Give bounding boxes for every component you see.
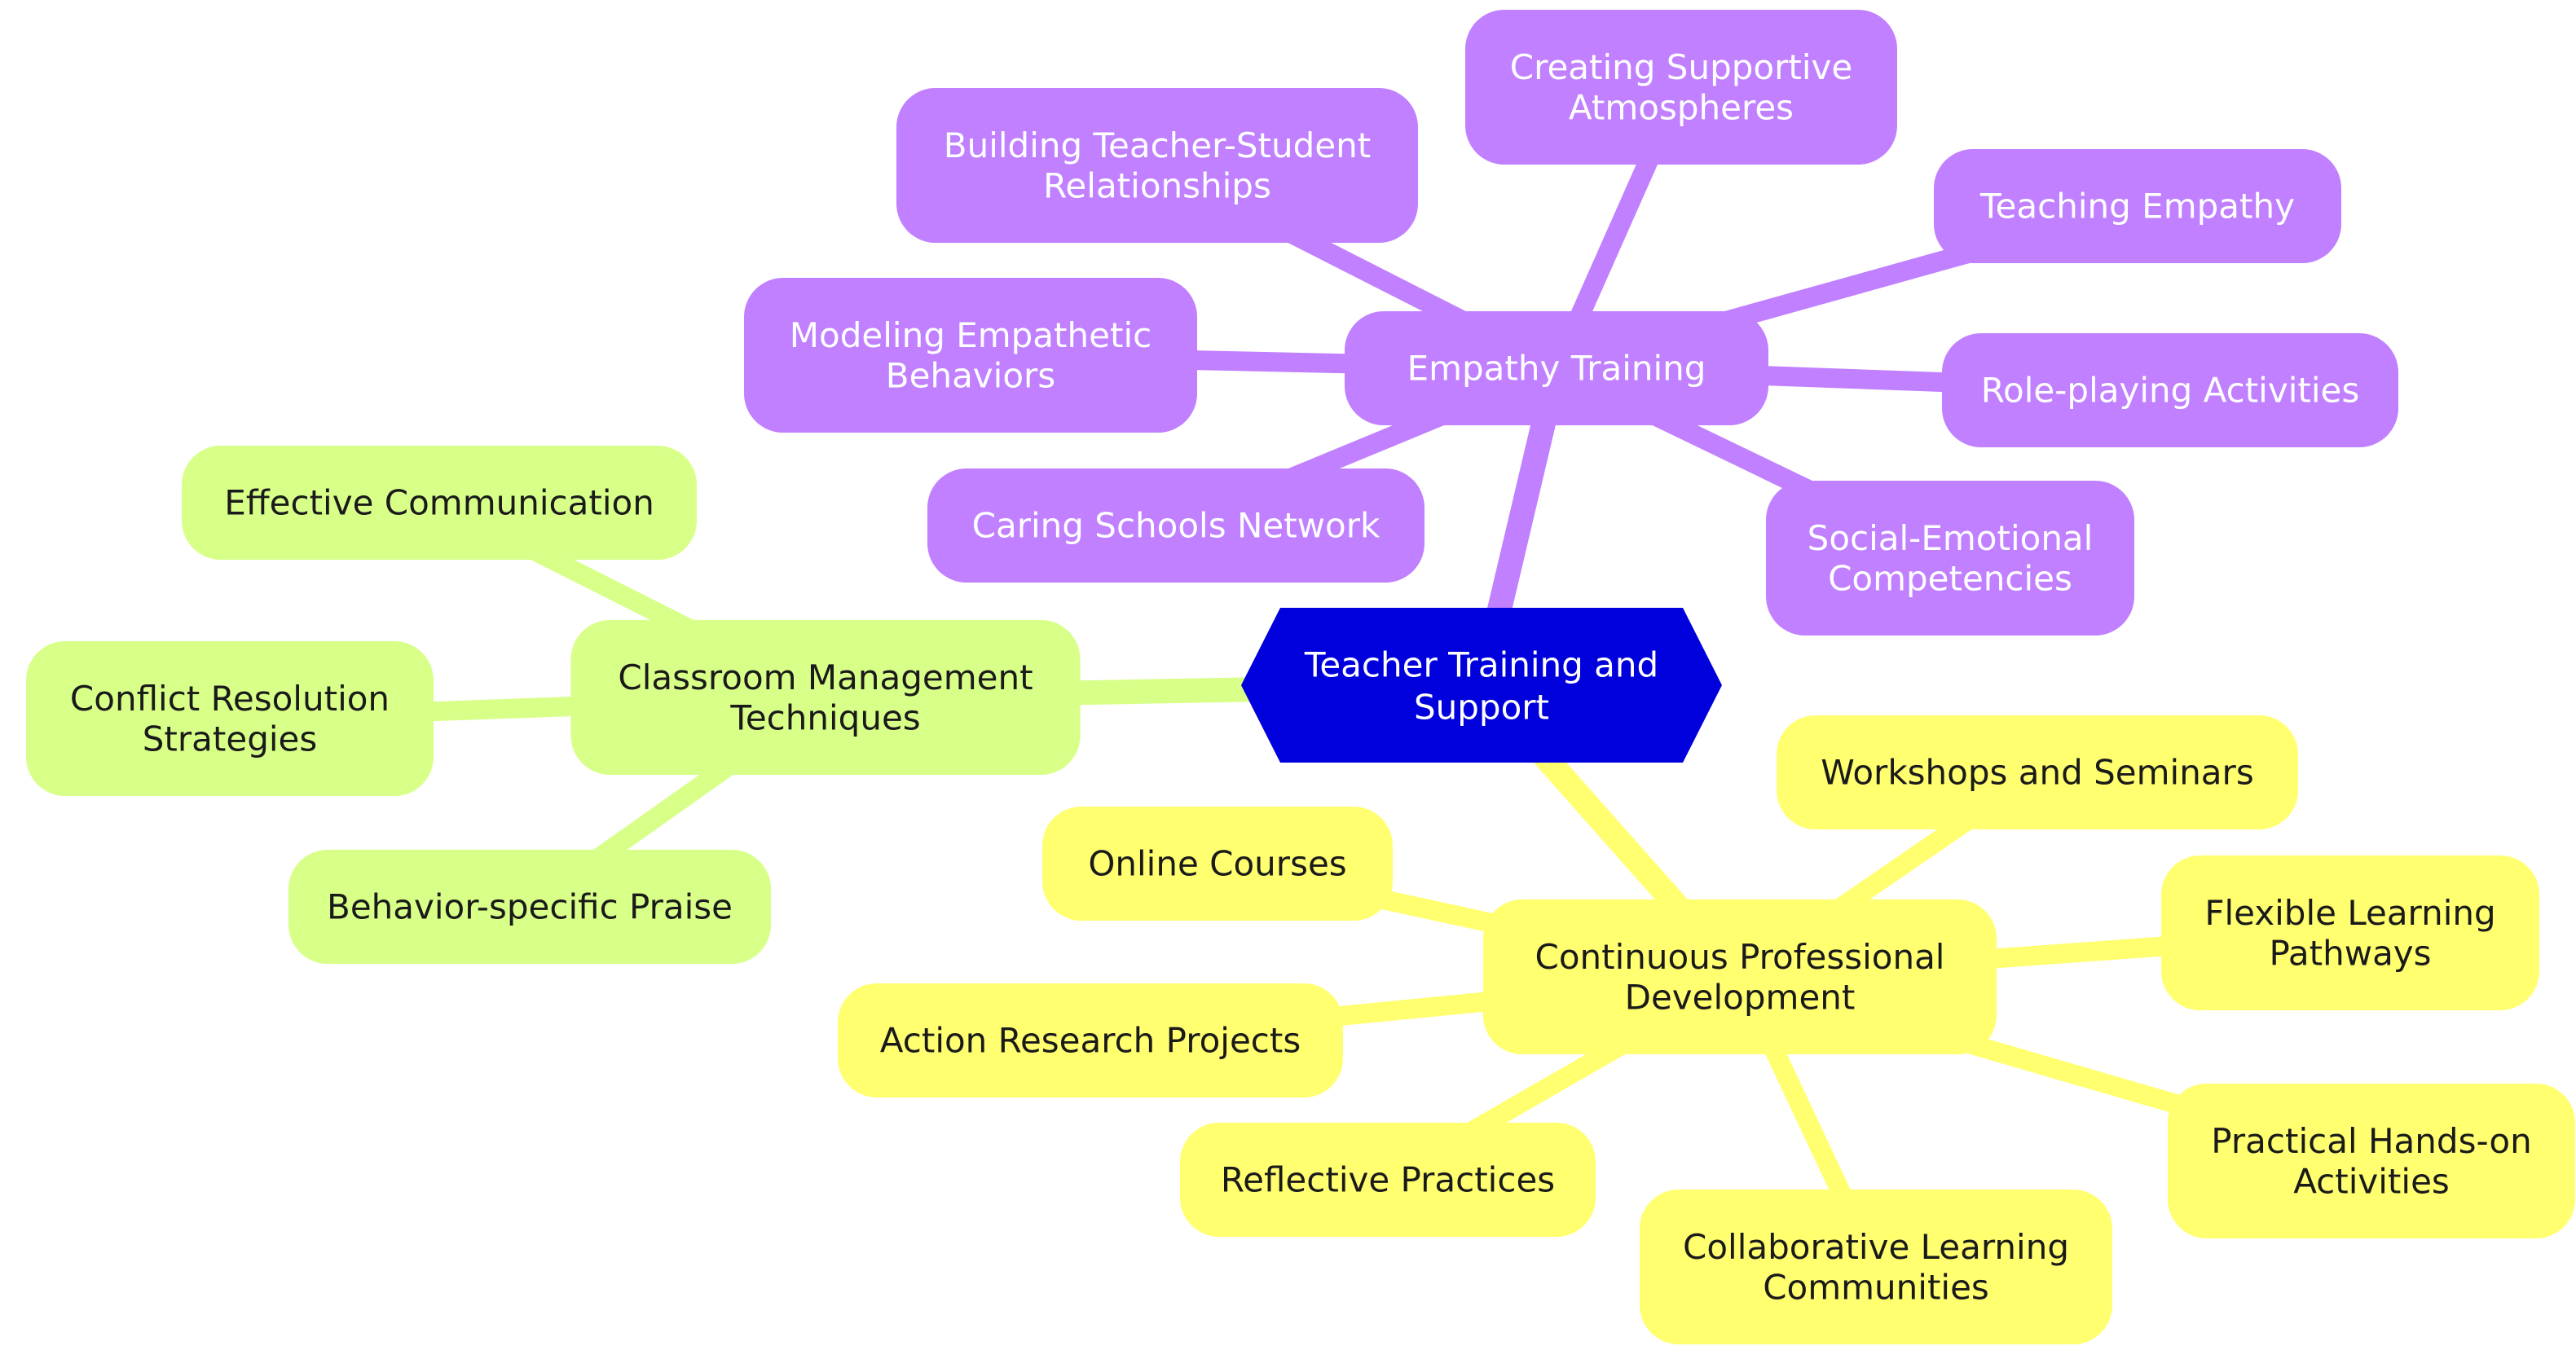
development-label-line-1: Continuous Professional <box>1535 937 1945 977</box>
social-emotional-label-line-2: Competencies <box>1828 558 2072 598</box>
node-reflective-practices-shape <box>1180 1123 1596 1237</box>
node-caring-schools: Caring Schools Network <box>927 468 1425 583</box>
node-action-research: Action Research Projects <box>838 983 1343 1097</box>
empathy-label-line-1: Empathy Training <box>1407 349 1706 389</box>
node-behavior-praise: Behavior-specific Praise <box>288 850 771 964</box>
node-flexible-pathways-shape <box>2161 855 2539 1010</box>
node-workshops: Workshops and Seminars <box>1777 715 2298 829</box>
flexible-pathways-label-line-2: Pathways <box>2269 933 2431 973</box>
node-empathy: Empathy Training <box>1345 311 1768 425</box>
modeling-behaviors-label-line-2: Behaviors <box>886 355 1055 395</box>
node-hands-on-shape <box>2168 1084 2575 1238</box>
supportive-atmospheres-label-line-1: Creating Supportive <box>1510 47 1852 87</box>
node-collaborative-communities-shape <box>1640 1190 2112 1344</box>
classroom-label-line-1: Classroom Management <box>618 658 1033 697</box>
action-research-label-line-1: Action Research Projects <box>880 1021 1301 1061</box>
hands-on-label-line-1: Practical Hands-on <box>2211 1121 2531 1161</box>
node-empathy-shape <box>1345 311 1768 425</box>
node-modeling-behaviors-shape <box>744 278 1197 433</box>
classroom-label-line-2: Techniques <box>729 697 920 737</box>
development-label-line-2: Development <box>1625 977 1856 1017</box>
root-label-line-1: Teacher Training and <box>1304 644 1658 684</box>
node-behavior-praise-shape <box>288 850 771 964</box>
node-role-playing: Role-playing Activities <box>1942 333 2398 447</box>
building-relationships-label-line-2: Relationships <box>1043 165 1271 205</box>
building-relationships-label-line-1: Building Teacher-Student <box>944 125 1371 165</box>
node-supportive-atmospheres-shape <box>1465 10 1897 165</box>
node-teaching-empathy-shape <box>1934 149 2341 263</box>
conflict-resolution-label-line-1: Conflict Resolution <box>70 679 390 719</box>
node-caring-schools-shape <box>927 468 1425 583</box>
social-emotional-label-line-1: Social-Emotional <box>1808 518 2094 558</box>
modeling-behaviors-label-line-1: Modeling Empathetic <box>790 315 1151 355</box>
node-workshops-shape <box>1777 715 2298 829</box>
collaborative-communities-label-line-1: Collaborative Learning <box>1683 1227 2069 1267</box>
node-online-courses: Online Courses <box>1042 807 1393 921</box>
node-building-relationships-shape <box>896 88 1418 243</box>
online-courses-label-line-1: Online Courses <box>1088 844 1346 884</box>
node-effective-communication: Effective Communication <box>182 446 697 560</box>
node-social-emotional-shape <box>1766 481 2134 636</box>
root-label-line-2: Support <box>1414 687 1549 727</box>
node-root-shape <box>1241 608 1722 763</box>
collaborative-communities-label-line-2: Communities <box>1763 1267 1989 1307</box>
workshops-label-line-1: Workshops and Seminars <box>1821 753 2253 793</box>
node-effective-communication-shape <box>182 446 697 560</box>
node-conflict-resolution-shape <box>26 641 434 796</box>
node-classroom-shape <box>570 620 1081 775</box>
node-teaching-empathy: Teaching Empathy <box>1934 149 2341 263</box>
behavior-praise-label-line-1: Behavior-specific Praise <box>327 887 733 927</box>
node-reflective-practices: Reflective Practices <box>1180 1123 1596 1237</box>
supportive-atmospheres-label-line-2: Atmospheres <box>1569 87 1794 127</box>
conflict-resolution-label-line-2: Strategies <box>143 719 318 759</box>
reflective-practices-label-line-1: Reflective Practices <box>1221 1160 1555 1200</box>
hands-on-label-line-2: Activities <box>2293 1161 2450 1201</box>
role-playing-label-line-1: Role-playing Activities <box>1981 371 2359 411</box>
teaching-empathy-label-line-1: Teaching Empathy <box>1979 187 2295 226</box>
caring-schools-label-line-1: Caring Schools Network <box>972 506 1380 546</box>
node-development-shape <box>1483 899 1997 1054</box>
node-action-research-shape <box>838 983 1343 1097</box>
effective-communication-label-line-1: Effective Communication <box>224 483 654 523</box>
node-role-playing-shape <box>1942 333 2398 447</box>
node-online-courses-shape <box>1042 807 1393 921</box>
flexible-pathways-label-line-1: Flexible Learning <box>2204 893 2495 933</box>
